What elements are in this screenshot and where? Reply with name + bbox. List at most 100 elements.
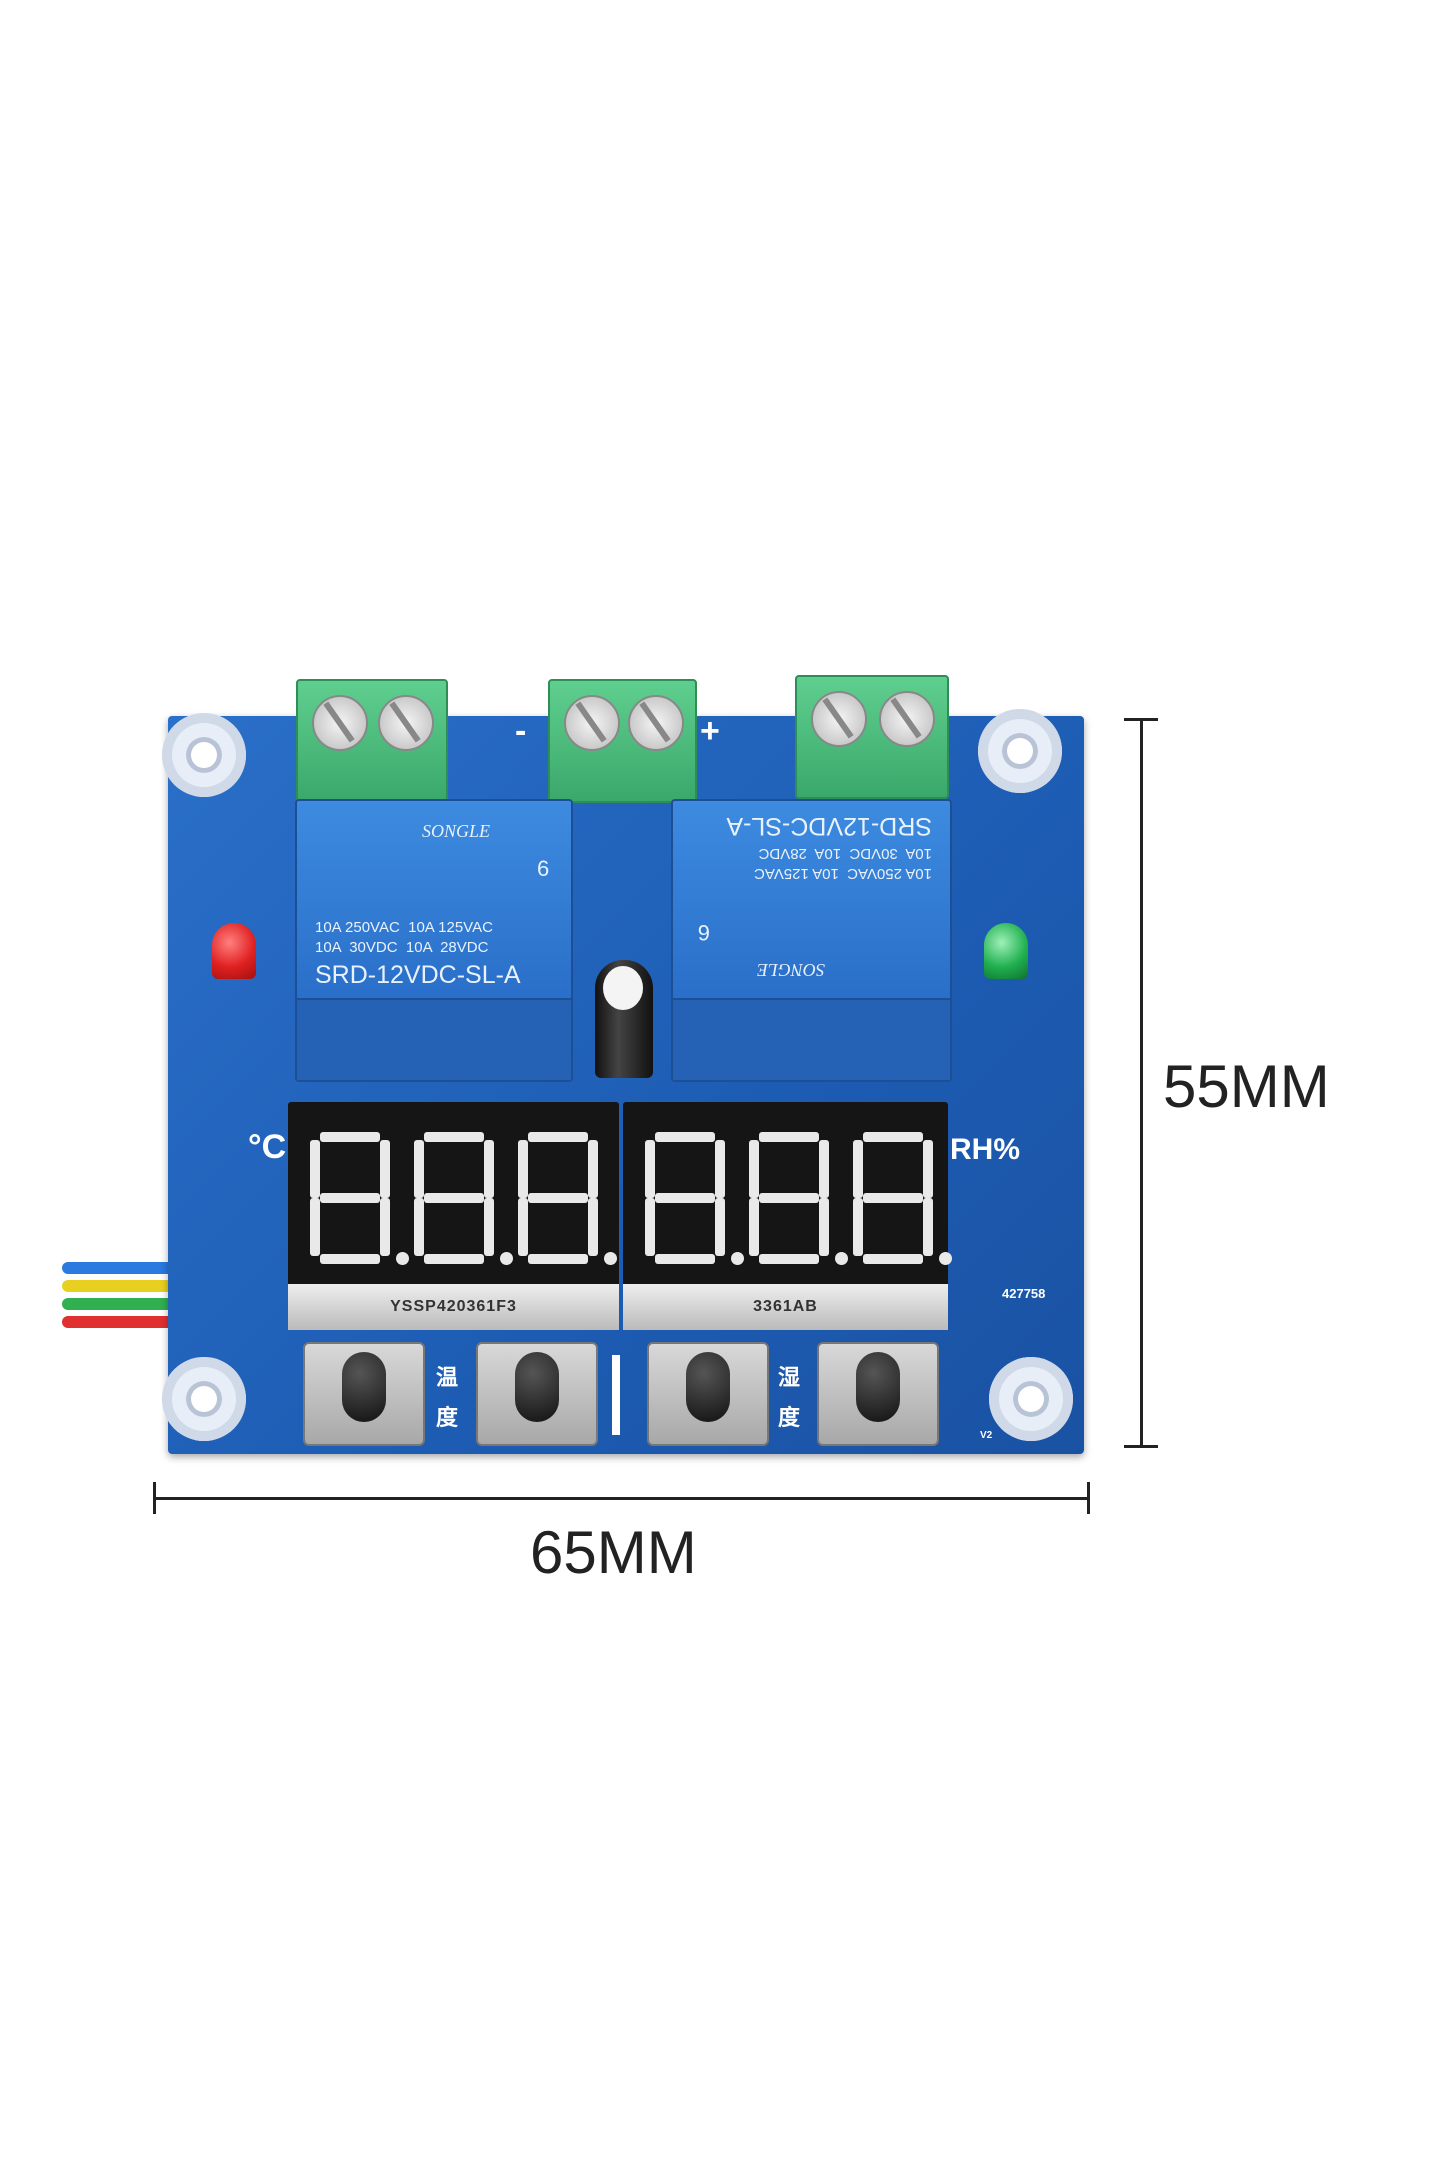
- mounting-hole: [989, 1357, 1073, 1441]
- sensor-wires: [62, 1262, 182, 1330]
- segment: [310, 1198, 320, 1256]
- width-dimension-tick: [153, 1482, 156, 1514]
- segment: [759, 1254, 819, 1264]
- seven-segment-digit: [853, 1132, 952, 1265]
- divider-mark: [612, 1355, 620, 1435]
- segment: [759, 1132, 819, 1142]
- seven-segment-digit: [749, 1132, 848, 1265]
- seven-segment-digit: [518, 1132, 617, 1265]
- led-red: [212, 923, 256, 979]
- display-part-label: YSSP420361F3: [288, 1284, 619, 1330]
- relay-spec-1: 10A 250VAC 10A 125VAC: [754, 865, 932, 882]
- decimal-point: [500, 1252, 513, 1265]
- height-dimension-label: 55MM: [1163, 1053, 1330, 1120]
- segment: [655, 1193, 715, 1203]
- led-green: [984, 923, 1028, 979]
- temperature-button-2[interactable]: [476, 1342, 598, 1446]
- segment: [655, 1132, 715, 1142]
- segment: [863, 1254, 923, 1264]
- relay-model: SRD-12VDC-SL-A: [315, 961, 521, 989]
- capacitor: [595, 960, 653, 1078]
- mounting-hole: [162, 713, 246, 797]
- relay-pin: 6: [697, 920, 710, 945]
- segment: [588, 1140, 598, 1198]
- relay-left: SONGLE 6 10A 250VAC 10A 125VAC 10A 30VDC…: [295, 799, 573, 1082]
- segment: [645, 1140, 655, 1198]
- relay-right: SONGLE 6 10A 250VAC 10A 125VAC 10A 30VDC…: [671, 799, 952, 1082]
- segment: [645, 1198, 655, 1256]
- terminal-block-right: [795, 675, 949, 799]
- unit-humidity-label: RH%: [950, 1133, 1021, 1166]
- temperature-buttons-label: 温度: [436, 1365, 459, 1430]
- segment: [528, 1254, 588, 1264]
- decimal-point: [939, 1252, 952, 1265]
- segment: [380, 1140, 390, 1198]
- version-label: V2: [980, 1430, 993, 1441]
- seven-segment-display-temperature: YSSP420361F3: [288, 1102, 619, 1330]
- height-dimension-line: [1140, 719, 1143, 1447]
- display-part-label: 3361AB: [623, 1284, 948, 1330]
- decimal-point: [396, 1252, 409, 1265]
- segment: [715, 1140, 725, 1198]
- relay-brand: SONGLE: [422, 821, 491, 841]
- segment: [310, 1140, 320, 1198]
- segment: [923, 1140, 933, 1198]
- seven-segment-digit: [414, 1132, 513, 1265]
- decimal-point: [835, 1252, 848, 1265]
- segment: [424, 1132, 484, 1142]
- seven-segment-digit: [645, 1132, 744, 1265]
- width-dimension-label: 65MM: [530, 1519, 697, 1586]
- segment: [414, 1198, 424, 1256]
- segment: [518, 1140, 528, 1198]
- segment: [320, 1132, 380, 1142]
- mounting-hole: [978, 709, 1062, 793]
- humidity-button-1[interactable]: [647, 1342, 769, 1446]
- segment: [588, 1198, 598, 1256]
- segment: [655, 1254, 715, 1264]
- segment: [759, 1193, 819, 1203]
- segment: [715, 1198, 725, 1256]
- segment: [528, 1193, 588, 1203]
- humidity-button-2[interactable]: [817, 1342, 939, 1446]
- relay-pin: 6: [537, 856, 550, 881]
- relay-model: SRD-12VDC-SL-A: [726, 812, 932, 840]
- decimal-point: [604, 1252, 617, 1265]
- segment: [749, 1198, 759, 1256]
- terminal-minus-label: -: [515, 712, 527, 750]
- board-code-label: 427758: [1002, 1286, 1046, 1301]
- segment: [424, 1193, 484, 1203]
- width-dimension-line: [154, 1497, 1089, 1500]
- relay-spec-1: 10A 250VAC 10A 125VAC: [315, 919, 493, 936]
- segment: [853, 1140, 863, 1198]
- segment: [424, 1254, 484, 1264]
- seven-segment-digit: [310, 1132, 409, 1265]
- segment: [819, 1198, 829, 1256]
- segment: [414, 1140, 424, 1198]
- height-dimension-tick: [1124, 718, 1158, 721]
- relay-spec-2: 10A 30VDC 10A 28VDC: [315, 939, 489, 956]
- relay-brand: SONGLE: [756, 960, 825, 980]
- segment: [819, 1140, 829, 1198]
- segment: [484, 1140, 494, 1198]
- decimal-point: [731, 1252, 744, 1265]
- segment: [320, 1254, 380, 1264]
- segment: [863, 1193, 923, 1203]
- relay-spec-2: 10A 30VDC 10A 28VDC: [758, 845, 932, 862]
- segment: [484, 1198, 494, 1256]
- mounting-hole: [162, 1357, 246, 1441]
- segment: [528, 1132, 588, 1142]
- segment: [749, 1140, 759, 1198]
- segment: [518, 1198, 528, 1256]
- segment: [923, 1198, 933, 1256]
- segment: [380, 1198, 390, 1256]
- segment: [863, 1132, 923, 1142]
- width-dimension-tick: [1087, 1482, 1090, 1514]
- unit-celsius-label: °C: [248, 1128, 287, 1166]
- terminal-plus-label: +: [700, 712, 720, 750]
- temperature-button-1[interactable]: [303, 1342, 425, 1446]
- seven-segment-display-humidity: 3361AB: [623, 1102, 952, 1330]
- terminal-block-power: [548, 679, 697, 803]
- segment: [320, 1193, 380, 1203]
- height-dimension-tick: [1124, 1445, 1158, 1448]
- humidity-buttons-label: 湿度: [778, 1365, 801, 1430]
